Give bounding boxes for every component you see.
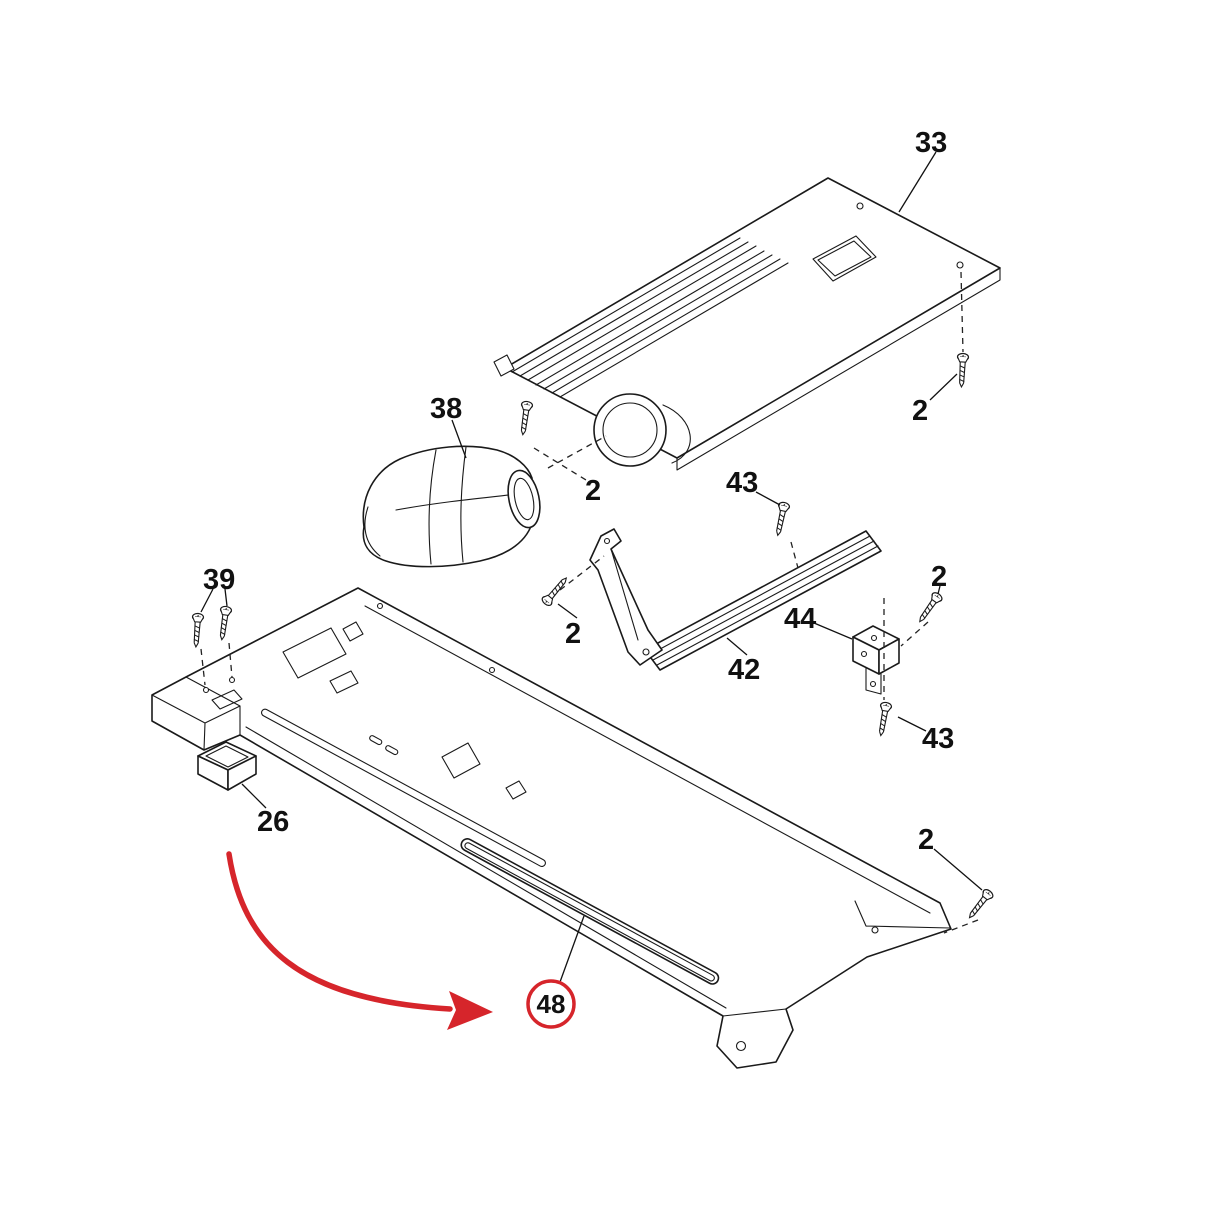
part-label-2: 2 <box>931 561 947 593</box>
part-label-48: 48 <box>537 989 566 1019</box>
highlight-arrow <box>226 851 453 1012</box>
part-label-39: 39 <box>203 564 235 596</box>
part-2-screw <box>539 573 572 608</box>
part-44-mounting-bracket <box>852 625 900 695</box>
part-label-2: 2 <box>565 618 581 650</box>
part-43-screw <box>874 700 893 738</box>
part-label-44: 44 <box>784 603 816 635</box>
part-39-screw <box>189 612 205 648</box>
part-38-elbow-duct <box>362 445 541 568</box>
part-2-screw <box>516 400 534 437</box>
part-label-43: 43 <box>726 467 758 499</box>
part-33-blower-cover <box>493 177 1001 471</box>
label-leader-lines <box>200 151 983 983</box>
part-2-screw <box>964 887 996 922</box>
part-label-2: 2 <box>912 395 928 427</box>
part-label-43: 43 <box>922 723 954 755</box>
part-48-base-panel <box>151 587 952 1069</box>
part-39-screw <box>215 605 233 642</box>
part-label-26: 26 <box>257 806 289 838</box>
part-2-screw <box>955 352 970 388</box>
highlight-circle <box>526 979 576 1029</box>
duct-opening <box>593 393 667 467</box>
part-label-33: 33 <box>915 127 947 159</box>
part-labels: 33 2 38 2 43 2 42 44 2 43 39 26 2 <box>203 127 954 856</box>
highlight-arrowhead <box>447 991 493 1030</box>
part-43-screw <box>771 500 791 538</box>
part-label-38: 38 <box>430 393 462 425</box>
assembly-axis-lines <box>200 271 979 934</box>
highlight-annotation: 48 <box>226 851 576 1030</box>
vent-slot <box>460 838 720 985</box>
part-26-spacer-block <box>197 741 257 791</box>
part-label-2: 2 <box>585 475 601 507</box>
part-label-2: 2 <box>918 824 934 856</box>
part-42-support-rail <box>589 528 882 671</box>
elbow-outlet <box>507 469 541 529</box>
part-label-42: 42 <box>728 654 760 686</box>
part-2-screw <box>914 590 945 626</box>
